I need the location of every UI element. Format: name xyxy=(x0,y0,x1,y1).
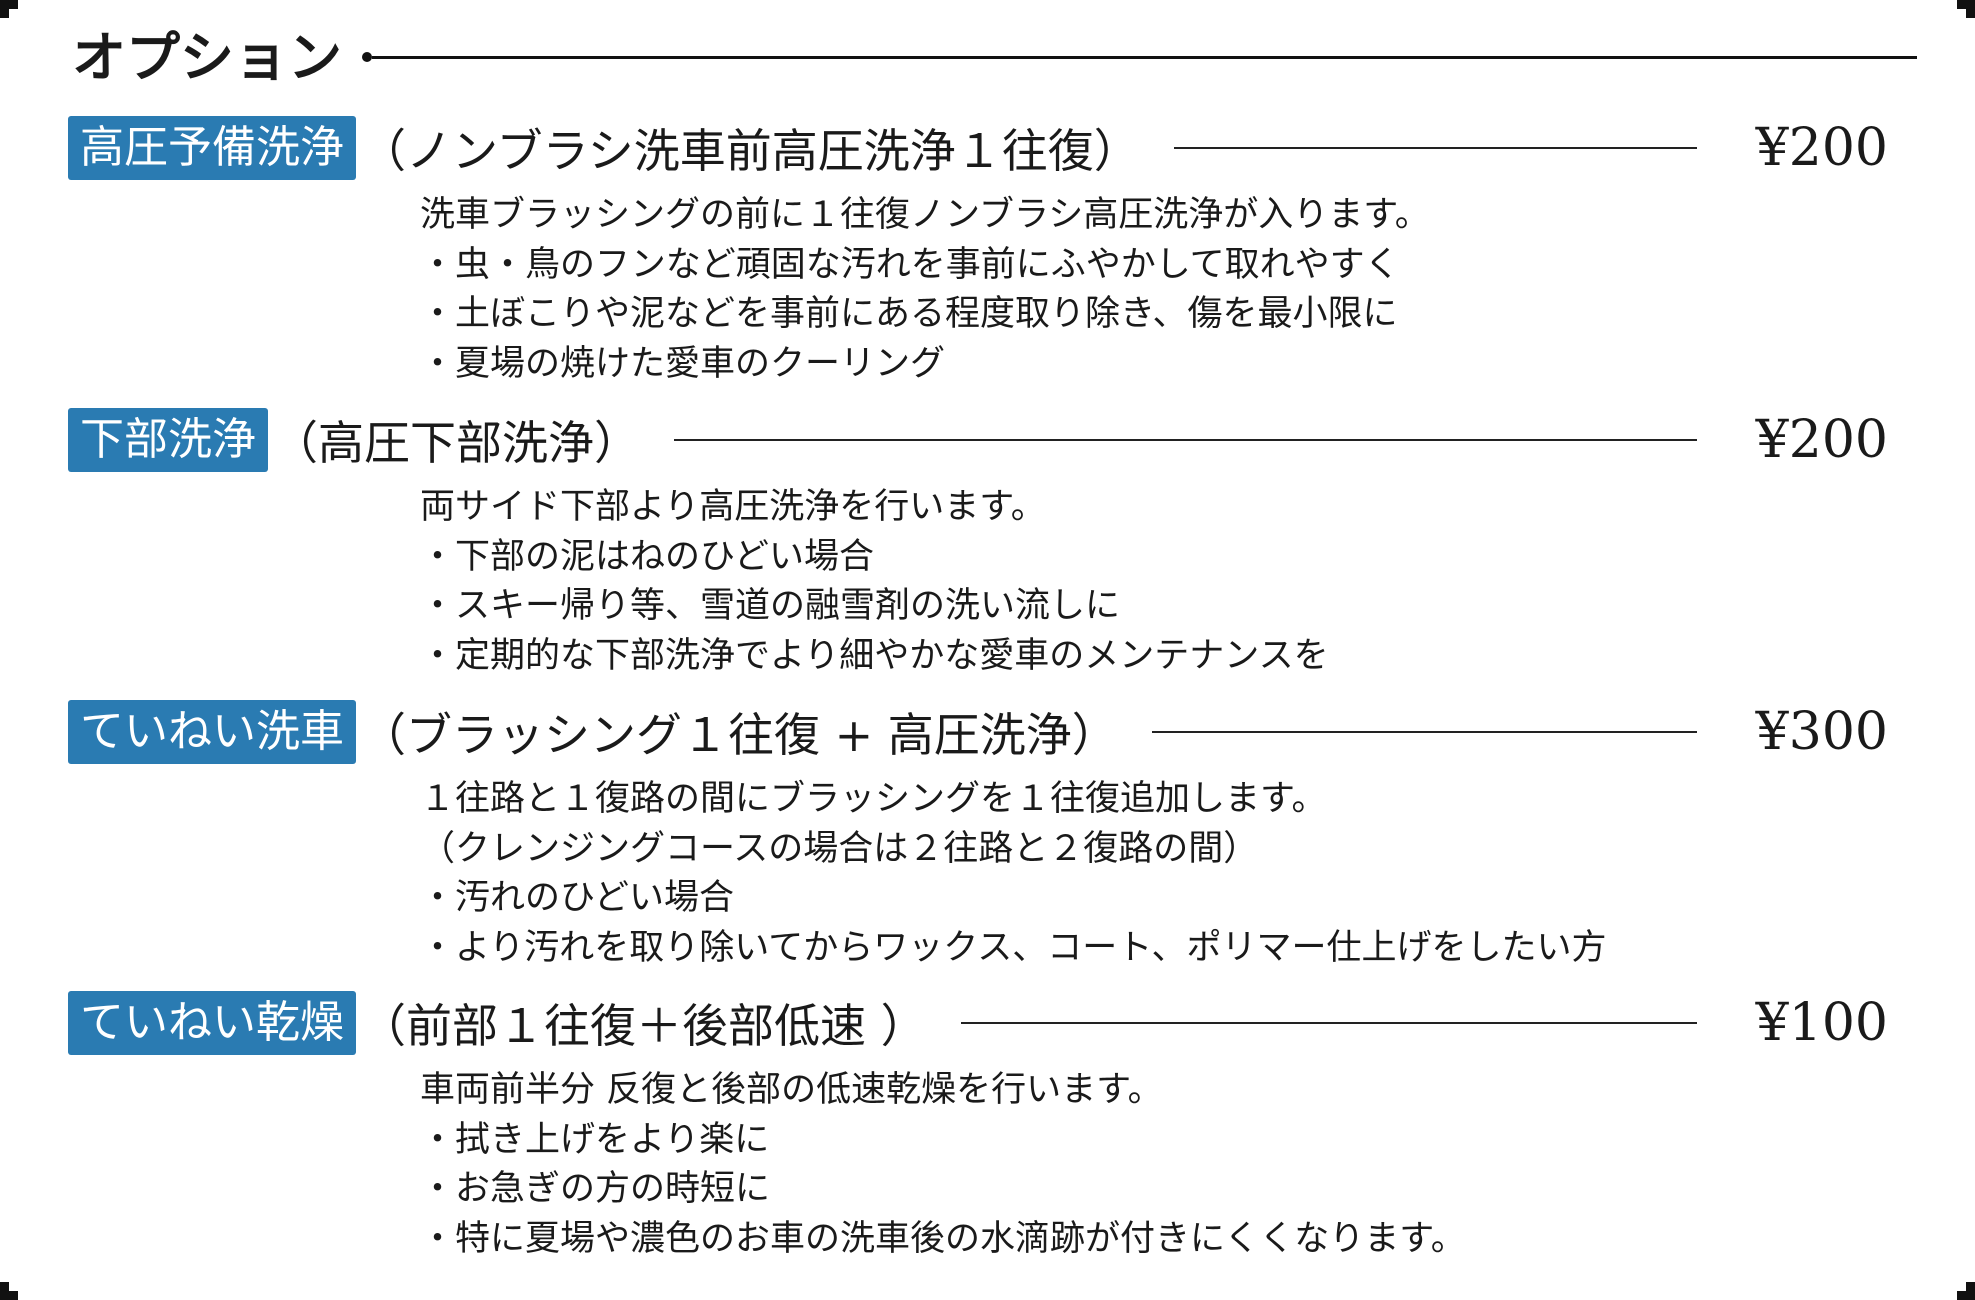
option-item-underbody-wash: 下部洗浄 （高圧下部洗浄） ¥200 両サイド下部より高圧洗浄を行います。 ・下… xyxy=(68,407,1888,681)
description-line: 洗車ブラッシングの前に１往復ノンブラシ高圧洗浄が入ります。 xyxy=(420,195,1430,235)
option-name-badge: ていねい洗車 xyxy=(68,700,356,764)
option-leader-line xyxy=(960,1022,1697,1024)
option-subtitle: （前部１往復＋後部低速 ） xyxy=(360,999,927,1053)
description-line: ・夏場の焼けた愛車のクーリング xyxy=(420,343,946,384)
option-heading: ていねい洗車 （ブラッシング１往復 + 高圧洗浄） ¥300 xyxy=(68,699,1888,765)
description-line: ・お急ぎの方の時短に xyxy=(420,1169,771,1209)
option-leader-line xyxy=(1173,147,1697,149)
option-heading: ていねい乾燥 （前部１往復＋後部低速 ） ¥100 xyxy=(68,990,1888,1056)
option-name-badge: 高圧予備洗浄 xyxy=(68,116,356,180)
section-header: オプション xyxy=(72,22,1917,92)
option-leader-line xyxy=(674,439,1697,441)
description-line: ・定期的な下部洗浄でより細やかな愛車のメンテナンスを xyxy=(420,635,1329,676)
option-price: ¥300 xyxy=(1755,702,1888,762)
option-item-careful-dry: ていねい乾燥 （前部１往復＋後部低速 ） ¥100 車両前半分 反復と後部の低速… xyxy=(68,990,1888,1264)
header-rule-line xyxy=(372,55,1917,59)
option-item-careful-wash: ていねい洗車 （ブラッシング１往復 + 高圧洗浄） ¥300 １往路と１復路の間… xyxy=(68,699,1888,973)
description-line: （クレンジングコースの場合は２往路と２復路の間） xyxy=(420,828,1259,869)
corner-mark-top-left xyxy=(0,0,18,18)
option-name-badge: ていねい乾燥 xyxy=(68,991,356,1055)
option-price: ¥200 xyxy=(1755,118,1888,178)
description-line: ・拭き上げをより楽に xyxy=(420,1119,770,1160)
option-item-high-pressure-prewash: 高圧予備洗浄 （ノンブラシ洗車前高圧洗浄１往復） ¥200 洗車ブラッシングの前… xyxy=(68,115,1888,389)
description-line: ・下部の泥はねのひどい場合 xyxy=(420,536,874,577)
option-heading: 下部洗浄 （高圧下部洗浄） ¥200 xyxy=(68,407,1888,473)
description-line: ・虫・鳥のフンなど頑固な汚れを事前にふやかして取れやすく xyxy=(420,244,1400,285)
option-heading: 高圧予備洗浄 （ノンブラシ洗車前高圧洗浄１往復） ¥200 xyxy=(68,115,1888,181)
description-line: ・より汚れを取り除いてからワックス、コート、ポリマー仕上げをしたい方 xyxy=(420,927,1607,968)
corner-mark-bottom-left xyxy=(0,1282,18,1300)
option-leader-line xyxy=(1151,731,1697,733)
option-subtitle: （ノンブラシ洗車前高圧洗浄１往復） xyxy=(360,124,1140,178)
corner-mark-bottom-right xyxy=(1957,1282,1975,1300)
corner-mark-top-right xyxy=(1957,0,1975,18)
section-title: オプション xyxy=(72,25,342,89)
option-subtitle: （ブラッシング１往復 + 高圧洗浄） xyxy=(360,708,1118,762)
description-line: 両サイド下部より高圧洗浄を行います。 xyxy=(420,487,1046,527)
option-description: 両サイド下部より高圧洗浄を行います。 ・下部の泥はねのひどい場合 ・スキー帰り等… xyxy=(420,483,1888,681)
description-line: ・汚れのひどい場合 xyxy=(420,878,734,918)
option-name-badge: 下部洗浄 xyxy=(68,408,268,472)
description-line: 車両前半分 反復と後部の低速乾燥を行います。 xyxy=(420,1070,1163,1110)
description-line: ・特に夏場や濃色のお車の洗車後の水滴跡が付きにくくなります。 xyxy=(420,1218,1466,1259)
option-description: 車両前半分 反復と後部の低速乾燥を行います。 ・拭き上げをより楽に ・お急ぎの方… xyxy=(420,1066,1888,1264)
description-line: １往路と１復路の間にブラッシングを１往復追加します。 xyxy=(420,779,1327,819)
option-price: ¥100 xyxy=(1755,993,1888,1053)
option-description: １往路と１復路の間にブラッシングを１往復追加します。 （クレンジングコースの場合… xyxy=(420,775,1888,973)
description-line: ・スキー帰り等、雪道の融雪剤の洗い流しに xyxy=(420,586,1121,626)
option-price: ¥200 xyxy=(1755,410,1888,470)
description-line: ・土ぼこりや泥などを事前にある程度取り除き、傷を最小限に xyxy=(420,294,1398,334)
option-description: 洗車ブラッシングの前に１往復ノンブラシ高圧洗浄が入ります。 ・虫・鳥のフンなど頑… xyxy=(420,191,1888,389)
option-subtitle: （高圧下部洗浄） xyxy=(272,416,640,470)
header-bullet-dot xyxy=(362,52,372,62)
